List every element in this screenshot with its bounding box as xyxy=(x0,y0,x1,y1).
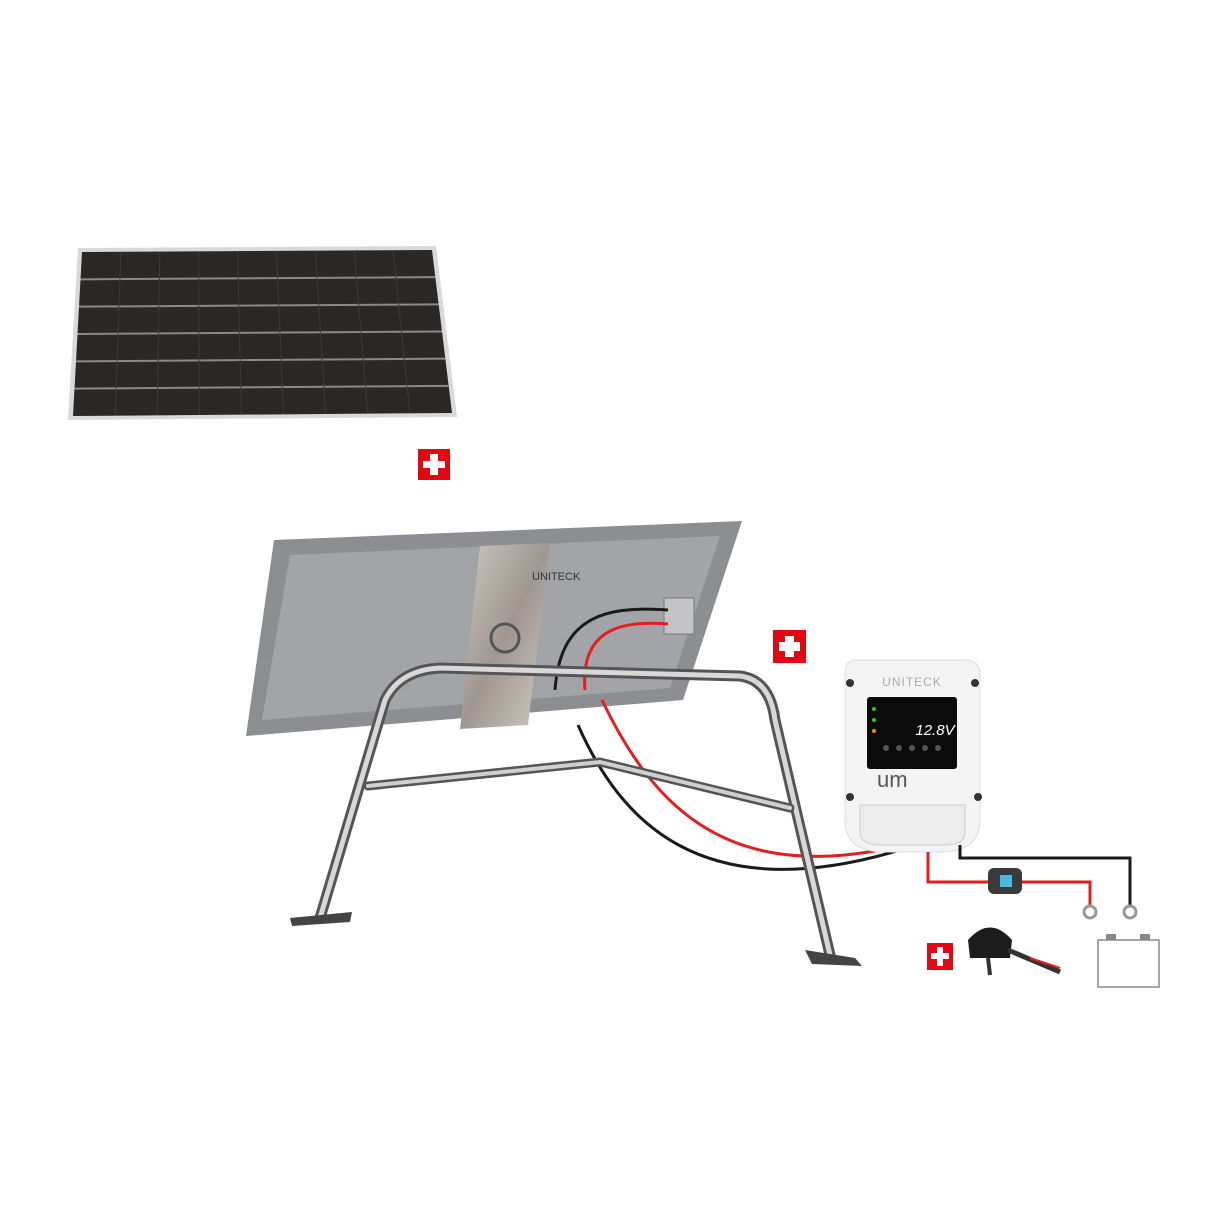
cell-column-line xyxy=(156,251,161,416)
plus-icon xyxy=(927,943,953,970)
controller-brand: UNITECK xyxy=(882,675,942,689)
positive-cable xyxy=(600,699,881,858)
rail-stand xyxy=(290,662,862,966)
cell-column-line xyxy=(237,251,242,415)
bracket-brand: UNITECK xyxy=(532,571,581,583)
junction-box xyxy=(663,597,695,635)
ring-terminal xyxy=(1122,904,1138,920)
ring-terminal xyxy=(1082,904,1098,920)
solar-panel-front xyxy=(68,246,457,420)
cell-column-line xyxy=(275,250,285,415)
cell-column-line xyxy=(198,251,200,416)
controller-logo: um xyxy=(877,767,908,792)
plus-icon xyxy=(418,449,450,480)
battery-icon xyxy=(1097,934,1160,988)
mounting-bracket xyxy=(460,543,550,729)
cell-row-line xyxy=(77,330,443,335)
cell-row-line xyxy=(80,276,436,281)
battery-voltage-readout: 12.8V xyxy=(915,722,956,739)
cell-column-line xyxy=(314,250,327,415)
inline-fuse xyxy=(988,868,1022,894)
cell-row-line xyxy=(74,384,449,390)
plus-icon xyxy=(773,630,806,663)
solar-panel-rear: UNITECK xyxy=(246,521,742,736)
cell-column-line xyxy=(392,250,411,414)
cell-row-line xyxy=(75,357,446,363)
cell-column-line xyxy=(114,251,122,416)
cell-row-line xyxy=(78,303,439,308)
cell-column-line xyxy=(353,250,369,414)
temperature-sensor xyxy=(968,927,1061,976)
lcd-display xyxy=(867,697,957,769)
charge-controller: UNITECK 12.8V um xyxy=(844,659,982,853)
